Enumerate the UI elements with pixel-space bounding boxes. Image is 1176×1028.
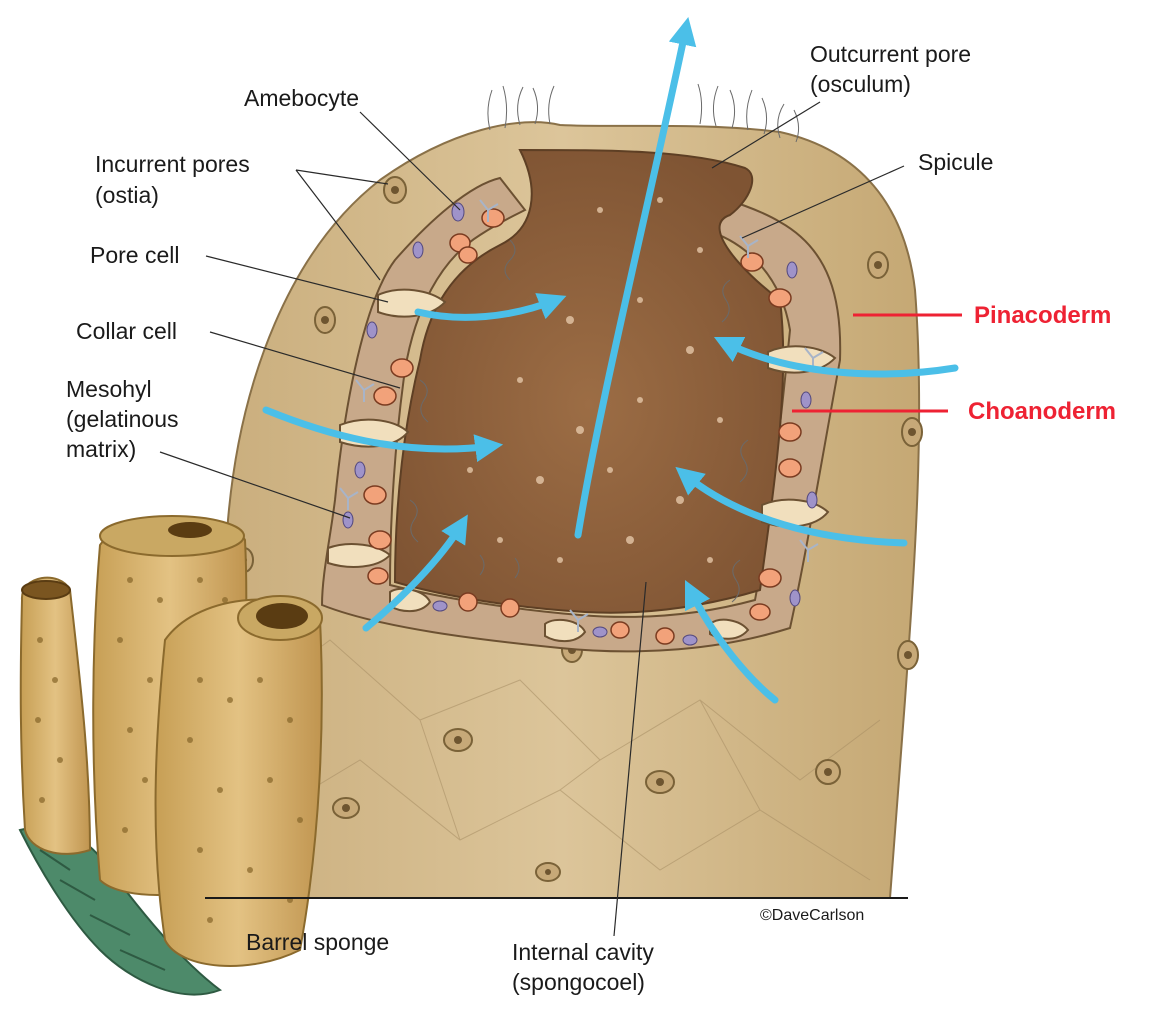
label-internal-cavity-line-1: Internal cavity: [512, 939, 654, 965]
spicules: [339, 199, 824, 632]
inflow-arrow-left-upper: [414, 293, 567, 321]
label-incurrent-pores-line-2: (ostia): [95, 182, 159, 208]
cavity-pits: [467, 197, 723, 563]
amebocytes: [342, 202, 818, 646]
label-mesohyl-line-1: Mesohyl: [66, 376, 152, 402]
label-spicule-line-1: Spicule: [918, 149, 993, 175]
label-spicule: Spicule: [918, 149, 993, 175]
label-pore-cell-line-1: Pore cell: [90, 242, 179, 268]
label-incurrent-pores-line-1: Incurrent pores: [95, 151, 250, 177]
choanoderm-label: Choanoderm: [968, 398, 1116, 425]
label-internal-cavity: Internal cavity (spongocoel): [512, 939, 660, 995]
barrel-sponge-illustration: [18, 515, 323, 996]
label-outcurrent-pore: Outcurrent pore (osculum): [810, 41, 977, 97]
inflow-arrow-right-middle: [675, 466, 908, 547]
label-outcurrent-pore-line-2: (osculum): [810, 71, 911, 97]
leader-spicule: [741, 165, 905, 239]
water-flow-arrows: [262, 17, 959, 704]
label-barrel-sponge-line-1: Barrel sponge: [246, 929, 389, 955]
sponge-body: [203, 83, 923, 899]
leader-lines: [159, 101, 905, 937]
inflow-arrow-left-lower: [362, 514, 468, 632]
credit-text: ©DaveCarlson: [760, 907, 864, 924]
label-mesohyl-line-2: (gelatinous: [66, 406, 179, 432]
cut-wall-band: [320, 176, 842, 653]
leader-incurrent-pores-a: [295, 169, 389, 185]
label-amebocyte-line-1: Amebocyte: [244, 85, 359, 111]
label-collar-cell-line-1: Collar cell: [76, 318, 177, 344]
inflow-arrow-right-upper: [713, 336, 959, 378]
leader-pore-cell: [205, 255, 389, 303]
label-barrel-sponge: Barrel sponge: [246, 929, 389, 955]
label-internal-cavity-line-2: (spongocoel): [512, 969, 645, 995]
leader-collar-cell: [209, 331, 401, 389]
osculum-hairs: [487, 83, 800, 143]
label-mesohyl: Mesohyl (gelatinous matrix): [66, 376, 185, 462]
label-incurrent-pores: Incurrent pores (ostia): [95, 151, 256, 208]
leader-amebocyte: [359, 111, 461, 211]
label-pore-cell: Pore cell: [90, 242, 179, 268]
label-outcurrent-pore-line-1: Outcurrent pore: [810, 41, 971, 67]
osculum-outflow-arrow: [574, 17, 697, 539]
inflow-arrow-left-middle: [262, 406, 504, 463]
inflow-arrow-right-lower: [684, 579, 779, 704]
pore-cells: [327, 288, 837, 643]
flagella: [409, 239, 749, 603]
leader-incurrent-pores-b: [295, 169, 381, 281]
label-amebocyte: Amebocyte: [244, 85, 359, 111]
collar-cells: [363, 208, 802, 645]
leader-outcurrent-pore: [711, 101, 821, 169]
leader-mesohyl: [159, 451, 351, 519]
leader-internal-cavity: [613, 581, 647, 937]
label-mesohyl-line-3: matrix): [66, 436, 136, 462]
pinacoderm-label: Pinacoderm: [974, 302, 1111, 329]
label-collar-cell: Collar cell: [76, 318, 177, 344]
body-plate-lines: [249, 639, 881, 881]
